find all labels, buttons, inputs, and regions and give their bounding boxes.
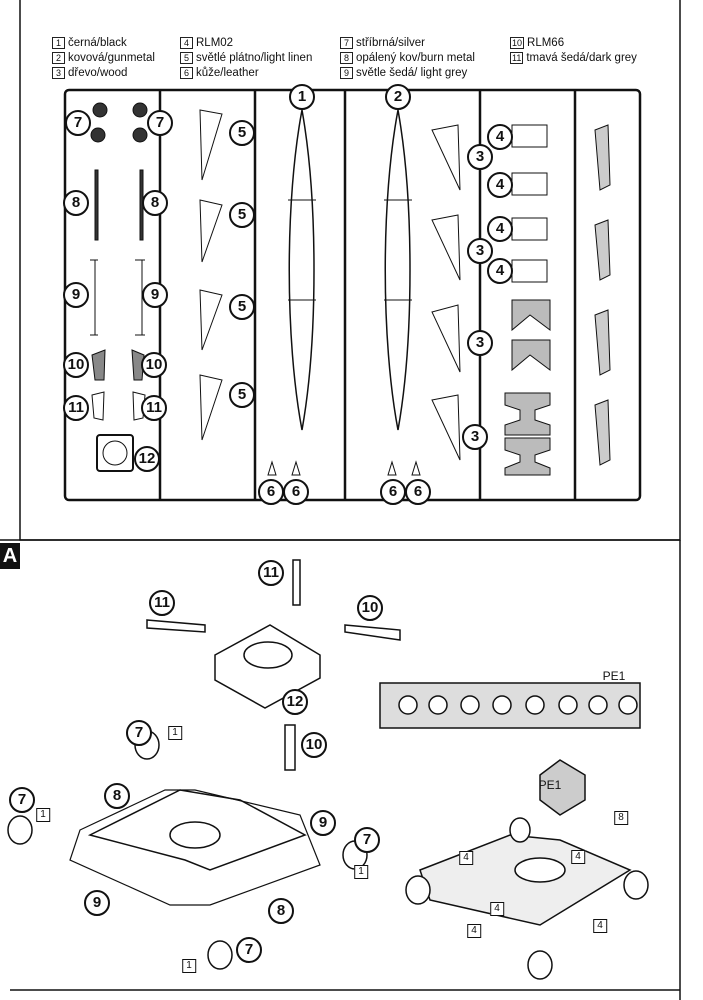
color-reference-box: 8 — [614, 811, 628, 825]
part-number-callout: 8 — [63, 190, 89, 216]
color-number-box: 2 — [52, 52, 65, 64]
part-number-callout: 7 — [65, 110, 91, 136]
color-name: kůže/leather — [196, 67, 259, 79]
part-number-callout: 1 — [289, 84, 315, 110]
color-name: světle šedá/ light grey — [356, 67, 468, 79]
color-number-box: 3 — [52, 67, 65, 79]
assembly-part-callout: 9 — [310, 810, 336, 836]
color-name: RLM02 — [196, 37, 234, 49]
part-number-callout: 3 — [462, 424, 488, 450]
part-number-callout: 3 — [467, 330, 493, 356]
assembly-part-callout: 11 — [258, 560, 284, 586]
color-name: opálený kov/burn metal — [356, 52, 475, 64]
color-reference-box: 4 — [459, 851, 473, 865]
part-number-callout: 9 — [63, 282, 89, 308]
part-number-callout: 7 — [147, 110, 173, 136]
wing-2 — [384, 109, 411, 431]
part-number-callout: 5 — [229, 382, 255, 408]
color-reference-box: 1 — [182, 959, 196, 973]
part-number-callout: 6 — [258, 479, 284, 505]
part-number-callout: 12 — [134, 446, 160, 472]
part-number-callout: 2 — [385, 84, 411, 110]
part-number-callout: 4 — [487, 124, 513, 150]
color-number-box: 8 — [340, 52, 353, 64]
assembly-part-callout: 7 — [236, 937, 262, 963]
color-number-box: 6 — [180, 67, 193, 79]
part-number-callout: 10 — [141, 352, 167, 378]
color-number-box: 1 — [52, 37, 65, 49]
photo-etch-label: PE1 — [538, 778, 562, 792]
color-number-box: 7 — [340, 37, 353, 49]
color-name: černá/black — [68, 37, 127, 49]
color-number-box: 10 — [510, 37, 525, 49]
assembly-part-callout: 7 — [354, 827, 380, 853]
color-reference-box: 4 — [490, 902, 504, 916]
color-number-box: 5 — [180, 52, 193, 64]
color-name: tmavá šedá/dark grey — [526, 52, 637, 64]
photo-etch-label: PE1 — [602, 669, 626, 683]
color-reference-box: 1 — [168, 726, 182, 740]
color-reference-box: 4 — [467, 924, 481, 938]
part-number-callout: 6 — [380, 479, 406, 505]
assembly-part-callout: 8 — [104, 783, 130, 809]
step-a-badge: A — [0, 543, 20, 569]
part-number-callout: 10 — [63, 352, 89, 378]
wing-1 — [288, 109, 315, 431]
part-number-callout: 5 — [229, 202, 255, 228]
color-number-box: 9 — [340, 67, 353, 79]
color-reference-box: 1 — [354, 865, 368, 879]
assembly-part-callout: 8 — [268, 898, 294, 924]
color-reference-box: 4 — [571, 850, 585, 864]
part-number-callout: 5 — [229, 120, 255, 146]
assembly-part-callout: 9 — [84, 890, 110, 916]
part-number-callout: 3 — [467, 238, 493, 264]
part-number-callout: 4 — [487, 258, 513, 284]
assembly-part-callout: 7 — [126, 720, 152, 746]
assembly-part-callout: 10 — [357, 595, 383, 621]
part-number-callout: 5 — [229, 294, 255, 320]
assembly-part-callout: 10 — [301, 732, 327, 758]
color-name: dřevo/wood — [68, 67, 128, 79]
part-number-callout: 6 — [283, 479, 309, 505]
part-number-callout: 9 — [142, 282, 168, 308]
assembly-part-callout: 7 — [9, 787, 35, 813]
part-number-callout: 4 — [487, 172, 513, 198]
assembly-part-callout: 11 — [149, 590, 175, 616]
color-name: světlé plátno/light linen — [196, 52, 313, 64]
color-number-box: 11 — [510, 52, 524, 64]
assembly-part-callout: 12 — [282, 689, 308, 715]
color-reference-box: 1 — [36, 808, 50, 822]
color-reference-box: 4 — [593, 919, 607, 933]
part-number-callout: 11 — [63, 395, 89, 421]
part-number-callout: 6 — [405, 479, 431, 505]
part-number-callout: 4 — [487, 216, 513, 242]
color-name: stříbrná/silver — [356, 37, 426, 49]
part-number-callout: 11 — [141, 395, 167, 421]
frame-bottom — [0, 539, 681, 1000]
color-number-box: 4 — [180, 37, 193, 49]
color-name: kovová/gunmetal — [68, 52, 155, 64]
part-number-callout: 8 — [142, 190, 168, 216]
part-number-callout: 3 — [467, 144, 493, 170]
color-name: RLM66 — [527, 37, 565, 49]
